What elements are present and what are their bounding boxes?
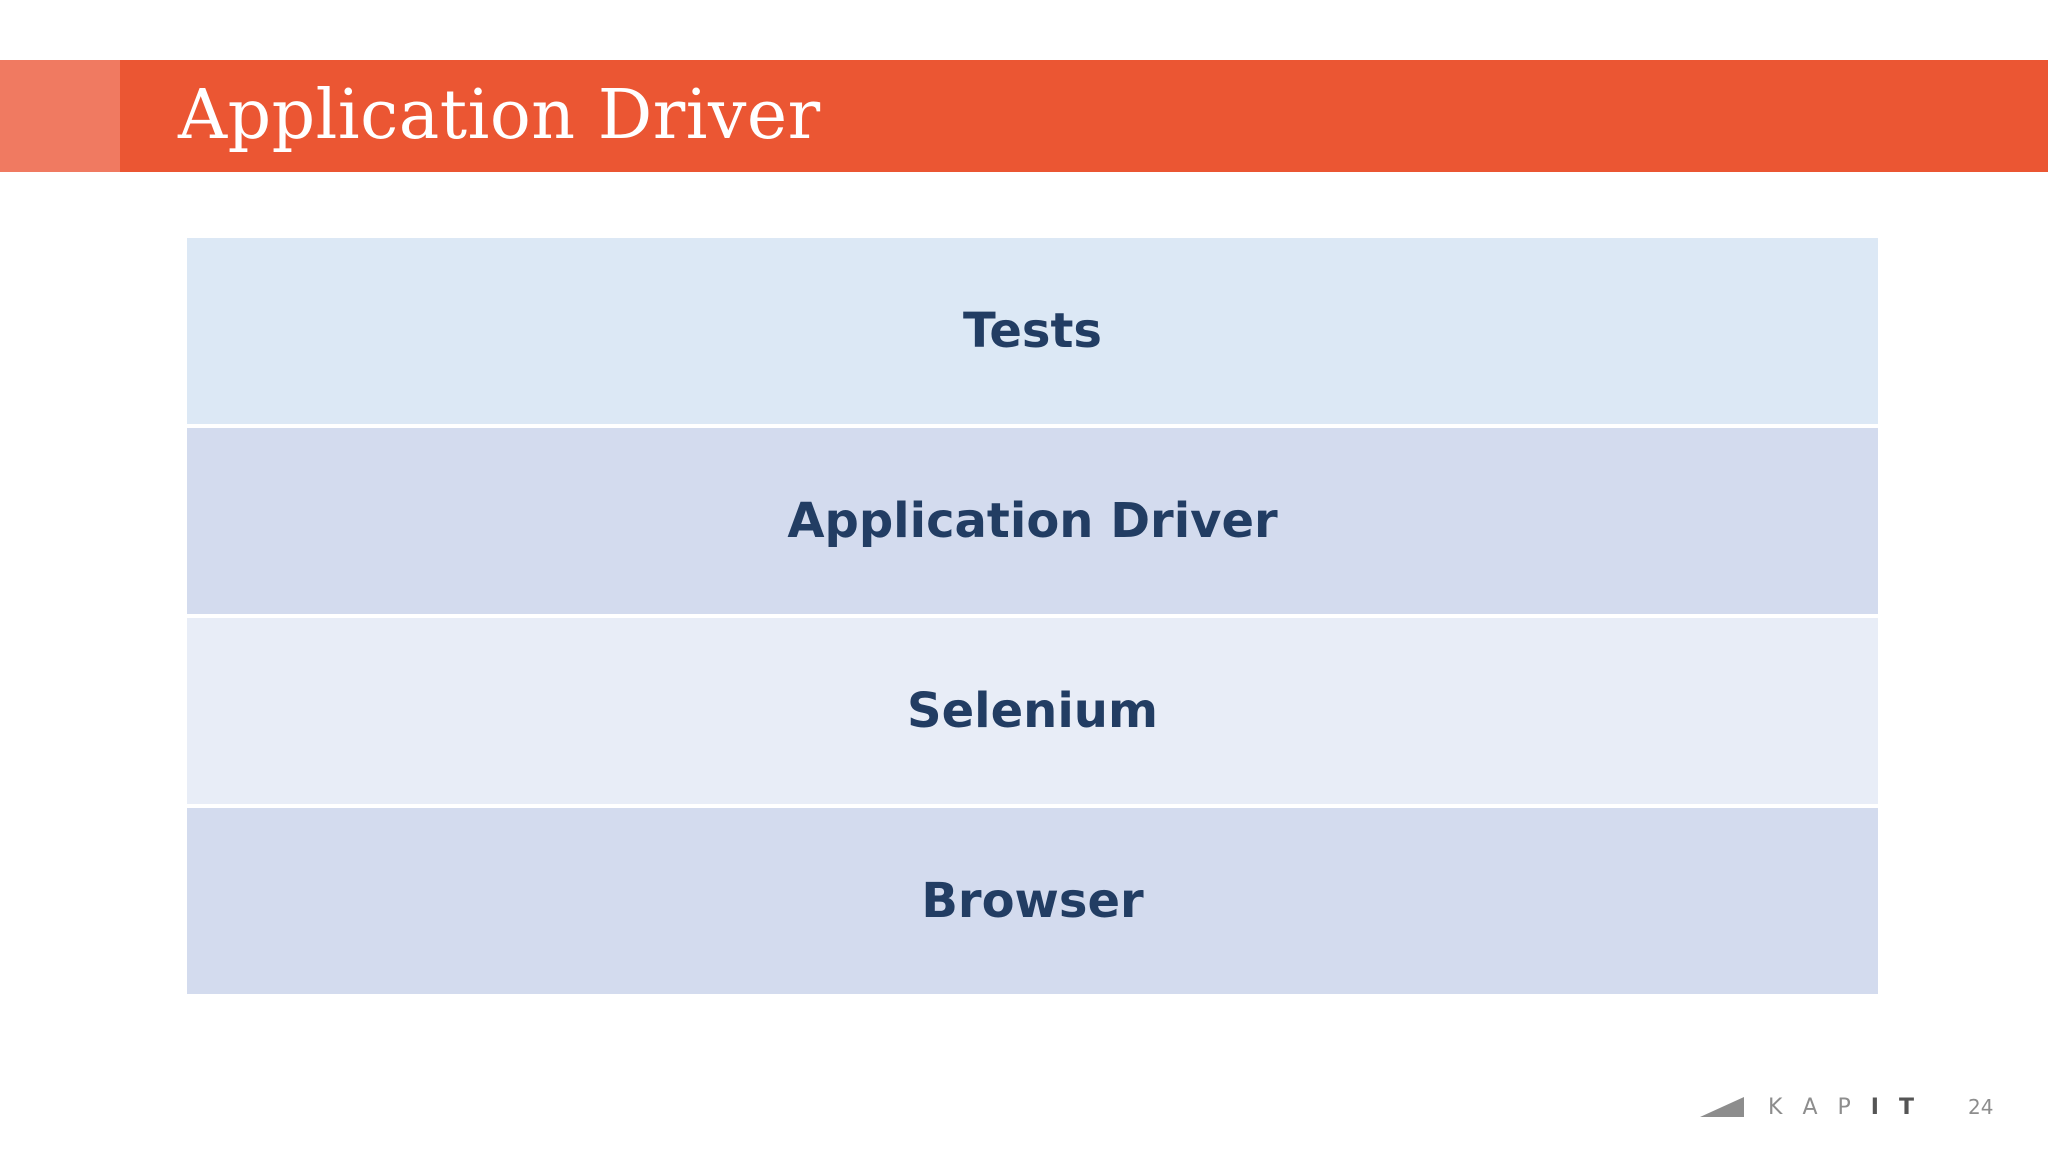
- layer-selenium: Selenium: [187, 618, 1878, 804]
- layer-tests: Tests: [187, 238, 1878, 424]
- page-title: Application Driver: [178, 76, 821, 155]
- logo-letter: T: [1898, 1094, 1914, 1120]
- layer-label: Browser: [921, 873, 1144, 929]
- page-number: 24: [1968, 1095, 1994, 1119]
- logo-letter: P: [1837, 1094, 1851, 1120]
- layer-label: Selenium: [907, 683, 1158, 739]
- logo-letter: I: [1870, 1094, 1879, 1120]
- logo-wordmark: K A P I T: [1768, 1095, 1914, 1120]
- layer-application-driver: Application Driver: [187, 428, 1878, 614]
- layer-browser: Browser: [187, 808, 1878, 994]
- logo-triangle-icon: [1700, 1097, 1744, 1117]
- layer-label: Application Driver: [787, 493, 1278, 549]
- logo-letter: K: [1768, 1094, 1783, 1120]
- logo-letter: A: [1802, 1094, 1818, 1120]
- layer-stack: Tests Application Driver Selenium Browse…: [187, 238, 1878, 994]
- layer-label: Tests: [962, 303, 1102, 359]
- title-bar: Application Driver: [0, 60, 2048, 172]
- title-accent-block: [0, 60, 120, 172]
- kapit-logo: K A P I T: [1700, 1090, 1914, 1124]
